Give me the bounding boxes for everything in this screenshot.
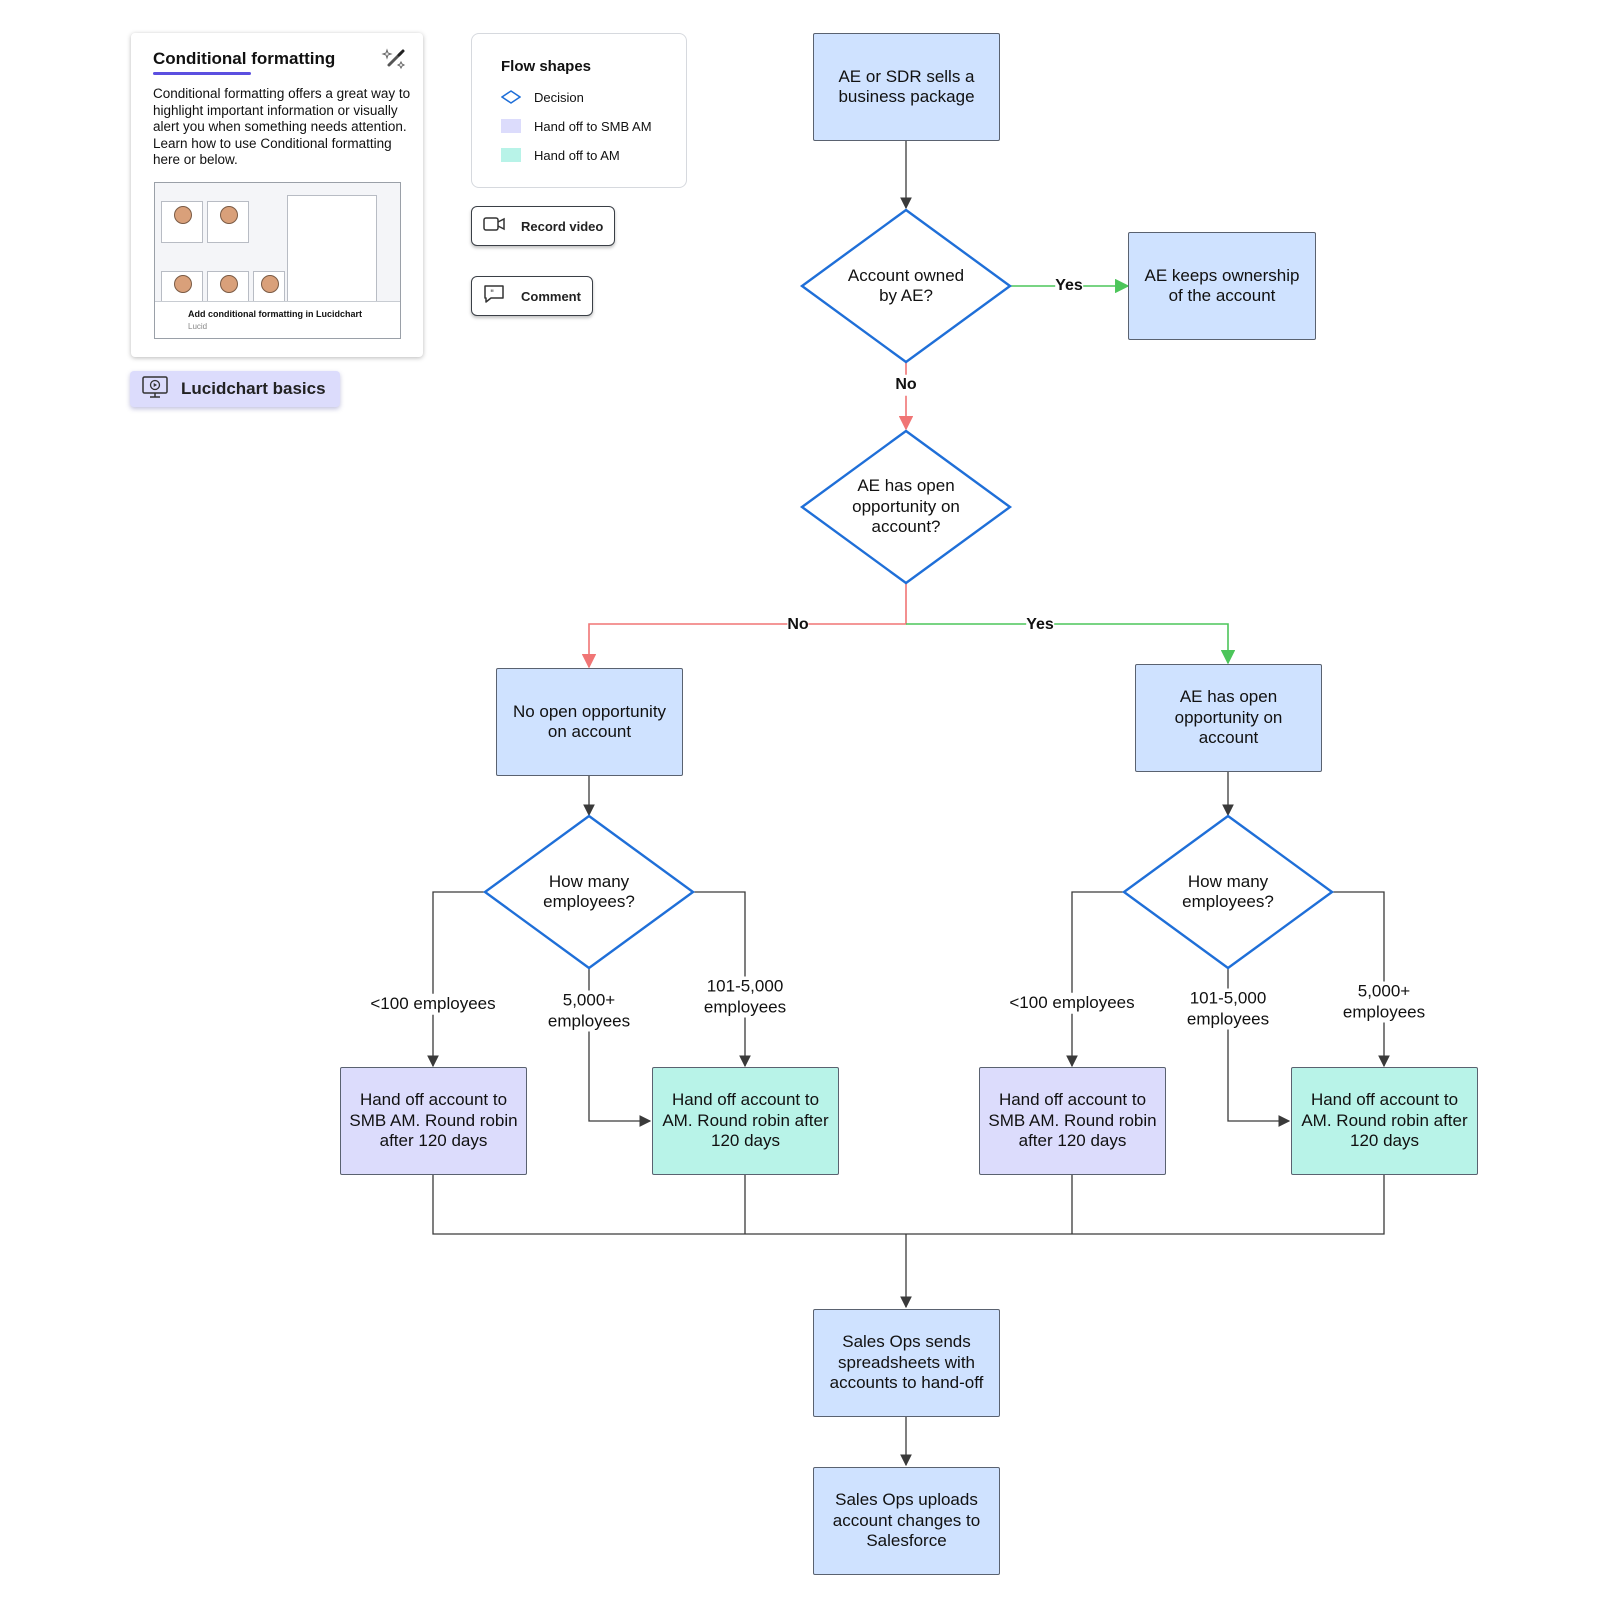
edge-label-right-5000: 5,000+ employees (1336, 981, 1432, 1023)
edge-label-opp-yes: Yes (1026, 614, 1054, 636)
card-title: Conditional formatting (153, 49, 336, 68)
thumb-org-box (207, 201, 249, 243)
edge-left-lt100 (427, 891, 485, 1068)
decision-owned-diamond (799, 208, 1013, 364)
lucidchart-basics-button[interactable]: Lucidchart basics (130, 371, 340, 407)
edge-label-owned-yes: Yes (1055, 275, 1083, 297)
card-title-underline (153, 72, 251, 75)
lucidchart-basics-label: Lucidchart basics (181, 379, 326, 398)
am-swatch (501, 148, 521, 162)
legend-label: Hand off to AM (534, 147, 620, 163)
thumb-org-box (161, 201, 203, 243)
edge-label-left-101: 101-5,000 employees (697, 976, 793, 1018)
lucid-logo-icon (164, 311, 180, 327)
decision-owned-label: Account owned by AE? (847, 265, 965, 306)
decision-employees-right-diamond (1121, 814, 1335, 970)
edge-label-right-101: 101-5,000 employees (1180, 988, 1276, 1030)
node-handoff-smb-left[interactable]: Hand off account to SMB AM. Round robin … (340, 1067, 527, 1175)
edge-label-right-lt100: <100 employees (1009, 992, 1135, 1014)
thumb-org-box (253, 271, 285, 303)
node-has-open-opportunity[interactable]: AE has open opportunity on account (1135, 664, 1322, 772)
node-handoff-am-right[interactable]: Hand off account to AM. Round robin afte… (1291, 1067, 1478, 1175)
node-sales-ops-uploads[interactable]: Sales Ops uploads account changes to Sal… (813, 1467, 1000, 1575)
edge-label-owned-no: No (895, 374, 917, 396)
legend-item-smb: Hand off to SMB AM (501, 116, 652, 136)
svg-text:": " (490, 289, 494, 299)
node-keeps-ownership[interactable]: AE keeps ownership of the account (1128, 232, 1316, 340)
comment-icon: " (483, 284, 505, 309)
video-source: Lucid (188, 322, 208, 331)
record-video-label: Record video (521, 218, 604, 234)
video-monitor-icon (141, 375, 169, 404)
legend-label: Hand off to SMB AM (534, 118, 652, 134)
magic-wand-icon[interactable] (381, 45, 409, 78)
decision-diamond-icon (501, 90, 521, 104)
edge-opp-yes (906, 623, 1236, 665)
edge-opp-no (581, 583, 907, 669)
legend-item-am: Hand off to AM (501, 145, 620, 165)
decision-employees-left-label: How many employees? (543, 871, 635, 912)
conditional-formatting-card[interactable]: Conditional formatting Conditional forma… (131, 33, 423, 357)
decision-opp-diamond (799, 429, 1013, 585)
node-start[interactable]: AE or SDR sells a business package (813, 33, 1000, 141)
smb-swatch (501, 119, 521, 133)
legend-label: Decision (534, 89, 584, 105)
edge-label-left-5000: 5,000+ employees (541, 990, 637, 1032)
node-sales-ops-sends[interactable]: Sales Ops sends spreadsheets with accoun… (813, 1309, 1000, 1417)
decision-opp-label: AE has open opportunity on account? (852, 476, 960, 537)
flow-shapes-legend: Flow shapes Decision Hand off to SMB AM … (471, 33, 687, 188)
comment-label: Comment (521, 288, 581, 304)
record-video-button[interactable]: Record video (471, 206, 615, 246)
thumb-org-box (207, 271, 249, 303)
node-handoff-smb-right[interactable]: Hand off account to SMB AM. Round robin … (979, 1067, 1166, 1175)
comment-button[interactable]: " Comment (471, 276, 593, 316)
legend-item-decision: Decision (501, 87, 584, 107)
card-description: Conditional formatting offers a great wa… (153, 86, 411, 167)
edge-merge-bus (432, 1175, 1385, 1235)
video-title: Add conditional formatting in Lucidchart (188, 309, 362, 319)
decision-employees-right-label: How many employees? (1182, 871, 1274, 912)
thumb-side-panel (287, 195, 377, 305)
edge-right-5000 (1332, 891, 1390, 1068)
video-camera-icon (483, 216, 505, 237)
thumb-org-box (161, 271, 203, 303)
node-no-open-opportunity[interactable]: No open opportunity on account (496, 668, 683, 776)
legend-title: Flow shapes (501, 58, 592, 75)
edge-label-left-lt100: <100 employees (370, 993, 496, 1015)
edge-right-lt100 (1066, 891, 1124, 1068)
decision-employees-left-diamond (482, 814, 696, 970)
thumbnail-caption: Add conditional formatting in Lucidchart… (155, 301, 400, 338)
video-thumbnail[interactable]: Add conditional formatting in Lucidchart… (154, 182, 401, 339)
node-handoff-am-left[interactable]: Hand off account to AM. Round robin afte… (652, 1067, 839, 1175)
edge-label-opp-no: No (787, 614, 809, 636)
